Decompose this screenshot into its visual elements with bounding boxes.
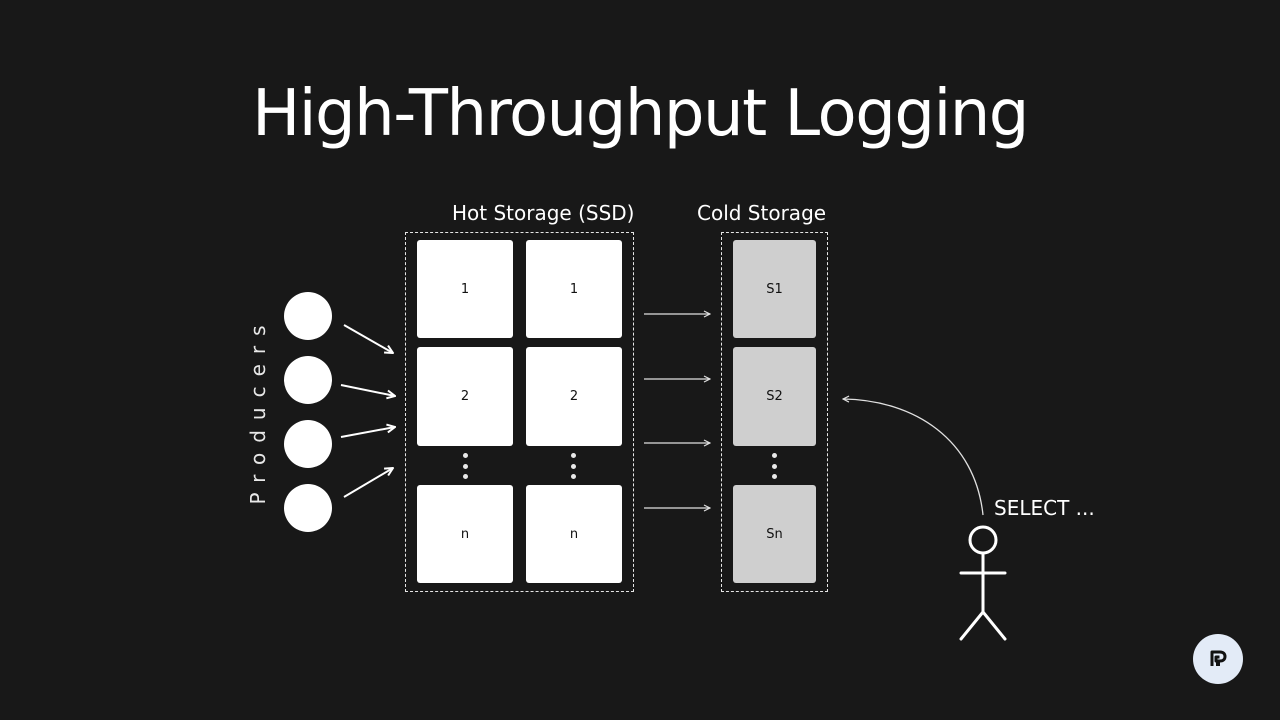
cold-segment-cell: S1 (733, 240, 816, 338)
cold-storage-group (721, 232, 828, 592)
logo-button[interactable] (1193, 634, 1243, 684)
hot-storage-group (405, 232, 634, 592)
hot-partition-cell: n (526, 485, 622, 583)
cold-segment-cell: S2 (733, 347, 816, 446)
producer-node (284, 420, 332, 468)
producer-arrow (343, 324, 393, 353)
producer-node (284, 484, 332, 532)
producer-node (284, 292, 332, 340)
cold-segment-cell: Sn (733, 485, 816, 583)
query-arrow (843, 399, 984, 516)
hot-partition-cell: n (417, 485, 513, 583)
hot-storage-label: Hot Storage (SSD) (452, 201, 635, 225)
hot-partition-cell: 1 (417, 240, 513, 338)
producer-node (284, 356, 332, 404)
hot-partition-cell: 2 (526, 347, 622, 446)
stick-figure-icon (959, 525, 1007, 641)
producer-arrow (340, 384, 395, 396)
producer-arrow (340, 427, 395, 438)
hot-partition-cell: 2 (417, 347, 513, 446)
diagram-title: High-Throughput Logging (252, 77, 1029, 151)
hot-partition-cell: 1 (526, 240, 622, 338)
ellipsis-icon (771, 453, 777, 479)
ellipsis-icon (570, 453, 576, 479)
ellipsis-icon (462, 453, 468, 479)
producer-arrow (343, 468, 393, 498)
cold-storage-label: Cold Storage (697, 201, 827, 225)
p-logo-icon (1210, 650, 1227, 666)
query-label: SELECT ... (994, 496, 1095, 520)
